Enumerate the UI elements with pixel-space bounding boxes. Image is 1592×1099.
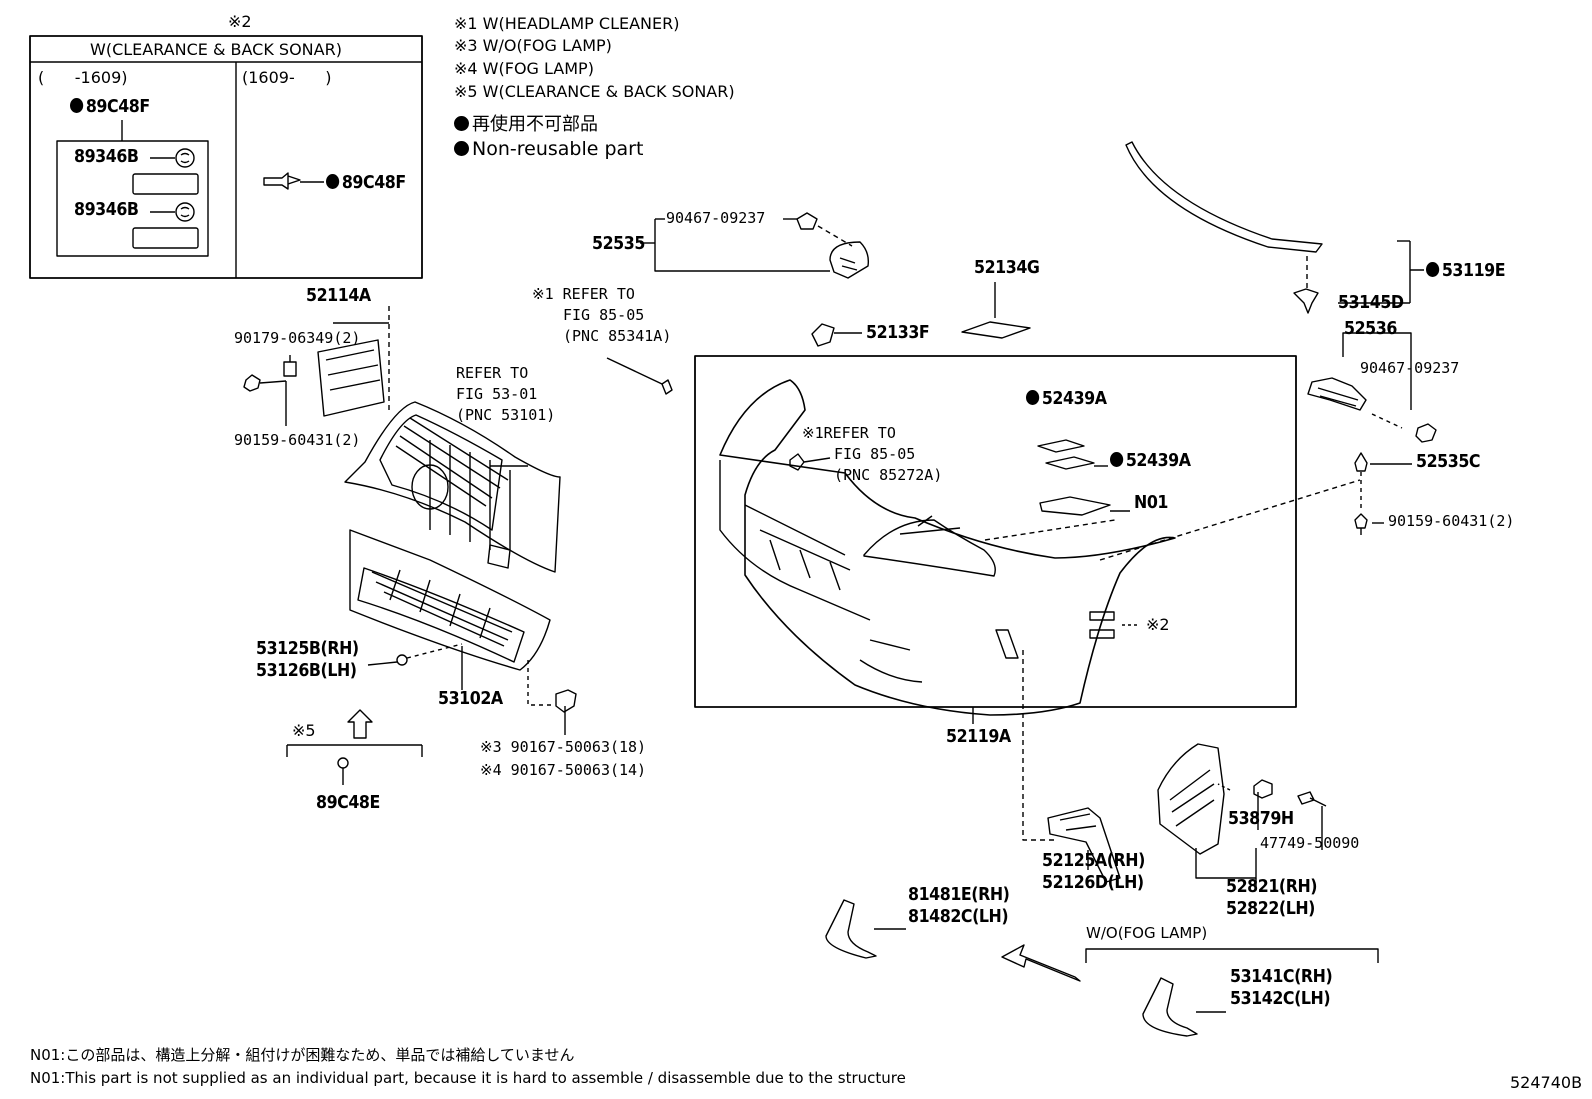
part-81482c[interactable]: 81482C(LH): [908, 906, 1009, 927]
part-number: 52439A: [1125, 450, 1191, 471]
part-90467-09237-right[interactable]: 90467-09237: [1360, 359, 1460, 377]
legend-non-reusable-en: Non-reusable part: [454, 140, 643, 159]
clip-85341: [606, 357, 673, 395]
non-reusable-dot-icon: [454, 141, 469, 156]
refer-grille-line3[interactable]: (PNC 53101): [456, 406, 556, 424]
part-52133f[interactable]: 52133F: [866, 322, 930, 343]
part-53879h[interactable]: 53879H: [1228, 808, 1294, 829]
non-reusable-dot-icon: [454, 116, 469, 131]
right-upper-retainer: [1307, 332, 1437, 535]
side-bracket-52821: [1157, 743, 1327, 890]
part-90159-60431-left[interactable]: 90159-60431(2): [234, 431, 361, 449]
legend-note-4: ※4 W(FOG LAMP): [454, 59, 594, 78]
part-90159-60431-right[interactable]: 90159-60431(2): [1388, 512, 1515, 530]
non-reusable-dot-icon: [326, 174, 340, 189]
side-bracket-52125: [1047, 807, 1121, 883]
diagram-id: 524740B: [1510, 1073, 1583, 1092]
part-53102a[interactable]: 53102A: [438, 688, 503, 709]
non-reusable-jp-text: 再使用不可部品: [472, 114, 598, 135]
legend-note-3: ※3 W/O(FOG LAMP): [454, 36, 612, 55]
refer-85272-line1[interactable]: ※1REFER TO: [802, 424, 896, 442]
part-52821[interactable]: 52821(RH): [1226, 876, 1318, 897]
part-47749-50090[interactable]: 47749-50090: [1260, 834, 1360, 852]
part-89c48f-left[interactable]: 89C48F: [70, 98, 150, 116]
part-n01[interactable]: N01: [1134, 492, 1168, 513]
inset-mark: ※2: [228, 12, 252, 31]
refer-85272-line2[interactable]: FIG 85-05: [834, 445, 916, 463]
part-90467-09237-top[interactable]: 90467-09237: [666, 209, 766, 227]
corner-cover-81481: [825, 899, 1379, 1037]
footer-note-en: N01:This part is not supplied as an indi…: [30, 1069, 906, 1087]
part-number: 53119E: [1441, 260, 1506, 281]
part-52119a[interactable]: 52119A: [946, 726, 1011, 747]
part-89c48e[interactable]: 89C48E: [316, 792, 380, 813]
non-reusable-dot-icon: [1026, 390, 1040, 405]
refer-85341-line3[interactable]: (PNC 85341A): [563, 327, 672, 345]
legend-non-reusable-jp: 再使用不可部品: [454, 116, 598, 134]
grille-drawing: [243, 306, 577, 785]
refer-grille-line2[interactable]: FIG 53-01: [456, 385, 538, 403]
part-52114a[interactable]: 52114A: [306, 285, 371, 306]
mark-5: ※5: [292, 721, 316, 740]
part-53119e[interactable]: 53119E: [1426, 260, 1506, 281]
leader-52125: [1022, 650, 1055, 841]
part-90167-50063-wo-fog[interactable]: ※3 90167-50063(18): [480, 738, 647, 756]
part-52535c[interactable]: 52535C: [1416, 451, 1481, 472]
part-number: 89C48F: [85, 96, 150, 117]
footer-note-jp: N01:この部品は、構造上分解・組付けが困難なため、単品では補給していません: [30, 1046, 575, 1064]
part-52439a-upper[interactable]: 52439A: [1026, 390, 1107, 408]
part-53141c[interactable]: 53141C(RH): [1230, 966, 1333, 987]
part-number: 52439A: [1041, 388, 1107, 409]
part-53142c[interactable]: 53142C(LH): [1230, 988, 1331, 1009]
top-molding: [1125, 141, 1424, 314]
inset-box: [29, 35, 423, 279]
non-reusable-dot-icon: [70, 98, 84, 113]
inset-left-period: ( -1609): [38, 68, 128, 87]
part-52134g[interactable]: 52134G: [974, 257, 1040, 278]
refer-85341-line2[interactable]: FIG 85-05: [563, 306, 645, 324]
refer-grille-line1[interactable]: REFER TO: [456, 364, 529, 382]
part-89346b-2[interactable]: 89346B: [74, 199, 139, 220]
mark-2: ※2: [1146, 615, 1170, 634]
legend-note-5: ※5 W(CLEARANCE & BACK SONAR): [454, 82, 735, 101]
non-reusable-dot-icon: [1110, 452, 1124, 467]
inset-right-period: (1609- ): [242, 68, 332, 87]
part-53125b[interactable]: 53125B(RH): [256, 638, 359, 659]
small-brackets: [811, 282, 1031, 347]
legend-note-1: ※1 W(HEADLAMP CLEANER): [454, 14, 680, 33]
part-90179-06349[interactable]: 90179-06349(2): [234, 329, 361, 347]
part-53145d[interactable]: 53145D: [1338, 292, 1404, 313]
part-81481e[interactable]: 81481E(RH): [908, 884, 1010, 905]
part-52536[interactable]: 52536: [1344, 318, 1397, 339]
non-reusable-dot-icon: [1426, 262, 1440, 277]
part-89c48f-right[interactable]: 89C48F: [326, 174, 406, 192]
part-52535[interactable]: 52535: [592, 233, 645, 254]
part-90167-50063-w-fog[interactable]: ※4 90167-50063(14): [480, 761, 647, 779]
bumper-box: [694, 355, 1361, 724]
retainer-52535: [640, 212, 870, 279]
inset-title: W(CLEARANCE & BACK SONAR): [90, 40, 342, 59]
part-52125a[interactable]: 52125A(RH): [1042, 850, 1145, 871]
non-reusable-en-text: Non-reusable part: [472, 138, 644, 160]
refer-85272-line3[interactable]: (PNC 85272A): [834, 466, 943, 484]
part-89346b-1[interactable]: 89346B: [74, 146, 139, 167]
part-number: 89C48F: [341, 172, 406, 193]
refer-85341-line1[interactable]: ※1 REFER TO: [532, 285, 635, 303]
wo-fog-lamp-label: W/O(FOG LAMP): [1086, 924, 1208, 942]
part-52822[interactable]: 52822(LH): [1226, 898, 1315, 919]
part-52126d[interactable]: 52126D(LH): [1042, 872, 1144, 893]
part-52439a-lower[interactable]: 52439A: [1110, 452, 1191, 470]
part-53126b[interactable]: 53126B(LH): [256, 660, 357, 681]
